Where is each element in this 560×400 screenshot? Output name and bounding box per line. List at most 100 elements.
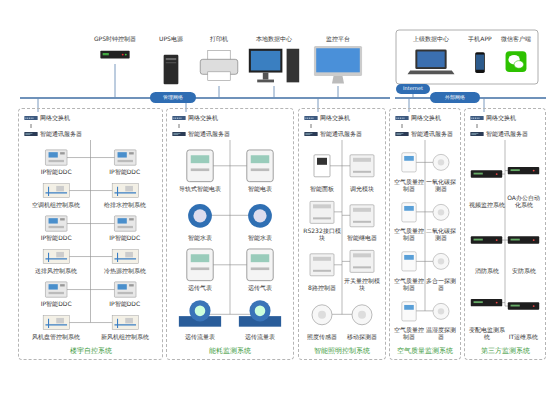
sys-device: 冷热源控制系统	[91, 245, 160, 275]
device-label: 网络交换机	[188, 115, 218, 121]
device-label: 网络交换机	[411, 115, 441, 121]
ddc-device: IP智能DDC	[91, 212, 160, 242]
device-label: 一氧化碳探测器	[425, 179, 457, 193]
server-device: 智能通讯服务器	[304, 128, 380, 140]
sys-icon	[91, 311, 160, 334]
ddc-device: IP智能DDC	[22, 278, 91, 308]
printer-icon	[194, 43, 244, 88]
device-label: 监控平台	[304, 36, 372, 43]
sensor-icon	[342, 295, 382, 335]
device-label: 智能电表	[230, 186, 290, 193]
printer-device: 打印机	[194, 36, 244, 88]
device-label: 智能继电器	[342, 235, 382, 242]
module-icon	[342, 245, 382, 278]
device-label: 送排风控制系统	[22, 268, 91, 275]
device-label: 网络交换机	[320, 115, 350, 121]
flow-icon	[230, 295, 290, 335]
drop-wire	[338, 86, 339, 98]
switch-device: 网络交换机	[470, 112, 540, 124]
switch-icon	[470, 112, 484, 124]
ddc-icon	[22, 146, 91, 169]
device-label: 远传流量表	[230, 334, 290, 341]
module-device: 开关量控制模块	[342, 245, 382, 292]
ddc-icon	[22, 278, 91, 301]
switch-icon	[24, 112, 38, 124]
sensor-device: 多合一探测器	[425, 245, 457, 292]
link-line	[31, 124, 32, 128]
link-line	[477, 124, 478, 128]
sys-icon	[22, 311, 91, 334]
server-icon	[172, 128, 186, 140]
device-label: 安防系统	[505, 268, 542, 275]
device-label: 调光模块	[342, 186, 382, 193]
rack-icon	[468, 212, 505, 268]
device-label: 照度传感器	[302, 334, 342, 341]
device-label: 空气质量控制器	[393, 228, 425, 242]
device-label: 新风机组控制系统	[91, 334, 160, 341]
network-tag: 外部网络	[430, 92, 480, 103]
server-device: 智能通讯服务器	[470, 128, 540, 140]
server-device: 智能通讯服务器	[395, 128, 455, 140]
device-label: IP智能DDC	[91, 301, 160, 308]
device-label: 智能通讯服务器	[486, 131, 528, 137]
device-label: 智能通讯服务器	[411, 131, 453, 137]
network-label: 管理网络	[163, 95, 183, 101]
link-line	[179, 124, 180, 128]
rack-icon	[505, 212, 542, 268]
aq-device: 空气质量控制器	[393, 295, 425, 342]
meter-device: 智能电表	[230, 146, 290, 193]
sensor-icon	[302, 295, 342, 335]
network-label: 外部网络	[445, 95, 465, 101]
monitor-device: 监控平台	[304, 36, 372, 88]
ddc-icon	[91, 146, 160, 169]
switch-device: 网络交换机	[172, 112, 288, 124]
aq-device: 空气质量控制器	[393, 196, 425, 243]
ddc-icon	[91, 212, 160, 235]
switch-icon	[172, 112, 186, 124]
meter-icon	[170, 146, 230, 186]
lan-bus	[20, 97, 390, 99]
sys-device: 空调机组控制系统	[22, 179, 91, 209]
server-icon	[24, 128, 38, 140]
sys-icon	[91, 245, 160, 268]
sensor-device: 温湿度探测器	[425, 295, 457, 342]
rack-icon	[505, 146, 542, 195]
system-group: 能耗监测系统网络交换机智能通讯服务器导轨式智能电表智能电表智能水表智能水表远传气…	[166, 108, 294, 360]
flow-device: 远传流量表	[230, 295, 290, 342]
ddc-device: IP智能DDC	[22, 146, 91, 176]
ddc-device: IP智能DDC	[22, 212, 91, 242]
meter-device: 导轨式智能电表	[170, 146, 230, 193]
bus-wire	[505, 140, 506, 306]
wechat-device: 微信客户端	[497, 36, 535, 82]
sys-icon	[91, 179, 160, 202]
link-line	[402, 124, 403, 128]
rack-device: 变配电监测系统	[468, 278, 505, 341]
module-icon	[302, 245, 342, 285]
meter-device: 远传气表	[170, 245, 230, 292]
device-label: IP智能DDC	[22, 301, 91, 308]
group-title: 能耗监测系统	[167, 346, 293, 356]
switch-device: 网络交换机	[395, 112, 455, 124]
sensor-device: 一氧化碳探测器	[425, 146, 457, 193]
gps-device: GPS时钟控制器	[82, 36, 148, 66]
phone-device: 手机APP	[464, 36, 496, 82]
panel-icon	[302, 146, 342, 186]
device-label: 智能水表	[170, 235, 230, 242]
laptop-device: 上级数据中心	[400, 36, 462, 82]
trunk-wires	[56, 140, 523, 323]
bus-wire	[425, 140, 426, 311]
server-icon	[304, 128, 318, 140]
device-label: 智能水表	[230, 235, 290, 242]
device-label: 本地数据中心	[246, 36, 302, 43]
aq-icon	[393, 146, 425, 179]
device-label: 变配电监测系统	[468, 327, 505, 341]
device-label: IP智能DDC	[22, 169, 91, 176]
network-label: Internet	[403, 86, 423, 92]
drop-wire	[484, 98, 485, 112]
drop-wire	[219, 86, 220, 98]
pc-device: 本地数据中心	[246, 36, 302, 88]
switch-device: 网络交换机	[304, 112, 380, 124]
ddc-device: IP智能DDC	[91, 278, 160, 308]
